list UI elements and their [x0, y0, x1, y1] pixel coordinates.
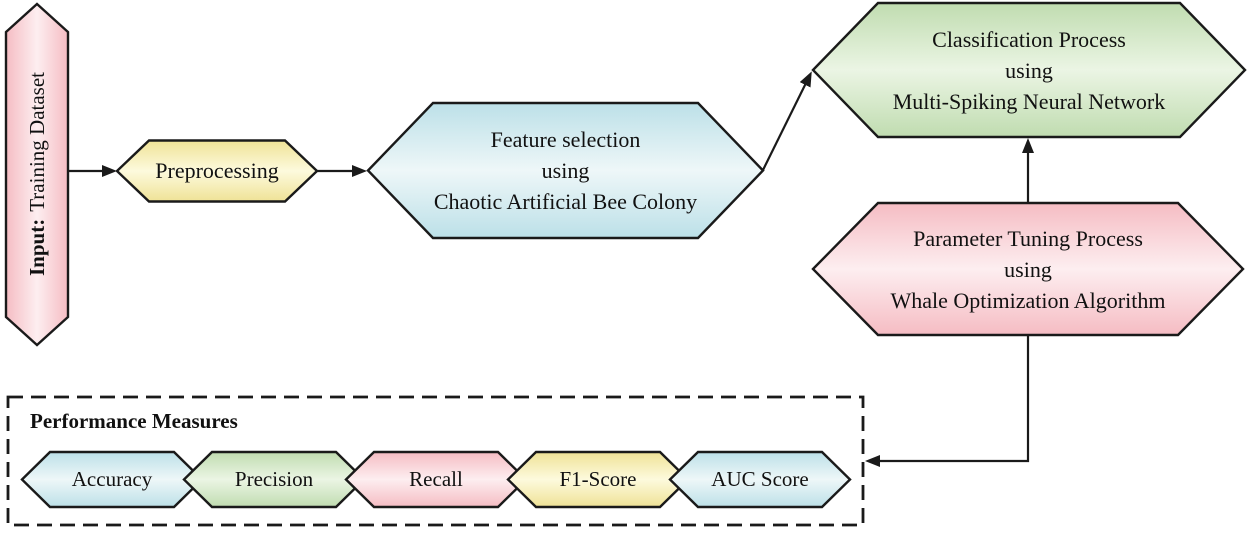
performance-box-title: Performance Measures [30, 409, 238, 433]
connectors [68, 71, 1034, 467]
recall-node-shape [344, 450, 528, 509]
precision-node-shape [182, 450, 366, 509]
classification-node-shape [811, 1, 1247, 139]
preprocessing-node-shape [115, 139, 319, 203]
f1-score-node-shape [506, 450, 690, 509]
nodes [4, 1, 1247, 527]
arrow-feature-selection-to-classification [762, 71, 812, 171]
feature-selection-node-shape [366, 101, 765, 240]
accuracy-node-shape [20, 450, 204, 509]
parameter-tuning-node-shape [811, 201, 1245, 337]
input-node-shape [4, 2, 70, 347]
arrow-parameter-tuning-to-performance-box [865, 335, 1030, 467]
performance-box-border [6, 395, 865, 527]
auc-score-node-shape [668, 450, 852, 509]
